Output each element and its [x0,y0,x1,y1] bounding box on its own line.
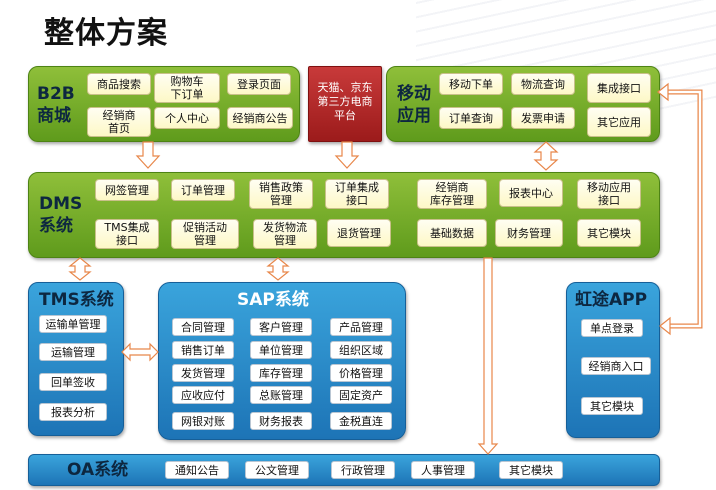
b2b-label: B2B 商城 [37,84,75,126]
arrow-thirdparty-dms [334,141,360,169]
hongtu-item: 其它模块 [581,397,643,415]
b2b-item: 个人中心 [154,107,220,129]
sap-item: 总账管理 [250,386,312,404]
hongtu-app-label: 虹途APP [575,290,648,310]
dms-item: 订单管理 [171,179,235,201]
dms-item: 发货物流 管理 [253,219,317,249]
oa-item: 通知公告 [165,461,229,479]
dms-item: 网签管理 [95,179,159,201]
b2b-item: 经销商公告 [227,107,293,129]
arrow-dms-oa [477,257,499,455]
sap-label: SAP系统 [237,290,309,310]
b2b-item: 购物车 下订单 [154,73,220,103]
arrowhead-mobile [657,82,669,102]
tms-item: 运输单管理 [39,315,107,333]
tms-panel: TMS系统 运输单管理 运输管理 回单签收 报表分析 [28,282,124,436]
hongtu-app-panel: 虹途APP 单点登录 经销商入口 其它模块 [566,282,660,438]
mobile-item: 集成接口 [587,73,651,103]
dms-item: 经销商 库存管理 [417,179,487,209]
third-party-panel: 天猫、京东 第三方电商 平台 [308,66,382,142]
oa-item: 其它模块 [499,461,563,479]
mobile-item: 发票申请 [511,107,575,129]
sap-item: 销售订单 [172,341,234,359]
sap-item: 金税直连 [330,412,392,430]
arrow-tms-sap [121,342,159,362]
mobile-app-panel: 移动 应用 移动下单 物流查询 集成接口 订单查询 发票申请 其它应用 [386,66,660,142]
tms-item: 报表分析 [39,403,107,421]
oa-panel: OA系统 通知公告 公文管理 行政管理 人事管理 其它模块 [28,454,660,486]
mobile-item: 订单查询 [439,107,503,129]
oa-item: 人事管理 [411,461,475,479]
b2b-panel: B2B 商城 商品搜索 购物车 下订单 登录页面 经销商 首页 个人中心 经销商… [28,66,300,142]
sap-item: 价格管理 [330,364,392,382]
sap-item: 发货管理 [172,364,234,382]
tms-item: 回单签收 [39,373,107,391]
arrow-dms-sap [266,257,290,281]
sap-item: 固定资产 [330,386,392,404]
sap-item: 单位管理 [250,341,312,359]
sap-item: 合同管理 [172,318,234,336]
sap-item: 产品管理 [330,318,392,336]
tms-label: TMS系统 [39,290,114,310]
dms-item: 其它模块 [577,219,641,247]
b2b-item: 经销商 首页 [87,107,151,137]
hongtu-item: 单点登录 [581,319,643,337]
arrow-dms-tms [68,257,92,281]
mobile-app-label: 移动 应用 [397,84,431,126]
page-title: 整体方案 [44,16,168,51]
dms-item: 销售政策 管理 [249,179,313,209]
dms-item: 报表中心 [499,179,563,207]
b2b-item: 登录页面 [227,73,291,95]
arrowhead-hongtu [659,316,671,336]
dms-item: 促销活动 管理 [171,219,239,249]
dms-item: 移动应用 接口 [577,179,641,209]
b2b-item: 商品搜索 [87,73,151,95]
arrow-b2b-dms [135,141,161,169]
mobile-item: 移动下单 [439,73,503,95]
sap-item: 客户管理 [250,318,312,336]
mobile-item: 其它应用 [587,107,651,137]
dms-item: 订单集成 接口 [325,179,389,209]
sap-item: 财务报表 [250,412,312,430]
arrow-mobile-dms [533,141,559,171]
sap-item: 网银对账 [172,412,234,430]
sap-item: 组织区域 [330,341,392,359]
mobile-item: 物流查询 [511,73,575,95]
sap-item: 应收应付 [172,386,234,404]
oa-label: OA系统 [67,460,129,480]
dms-item: TMS集成 接口 [95,219,159,249]
connector-hongtu-mobile [660,89,703,329]
oa-item: 公文管理 [245,461,309,479]
tms-item: 运输管理 [39,343,107,361]
dms-panel: DMS 系统 网签管理 订单管理 销售政策 管理 订单集成 接口 经销商 库存管… [28,172,660,258]
dms-item: 基础数据 [417,219,487,247]
dms-item: 退货管理 [327,219,391,247]
third-party-label: 天猫、京东 第三方电商 平台 [317,81,373,122]
dms-label: DMS 系统 [39,194,83,236]
hongtu-item: 经销商入口 [581,357,651,375]
dms-item: 财务管理 [495,219,563,247]
sap-item: 库存管理 [250,364,312,382]
oa-item: 行政管理 [331,461,395,479]
